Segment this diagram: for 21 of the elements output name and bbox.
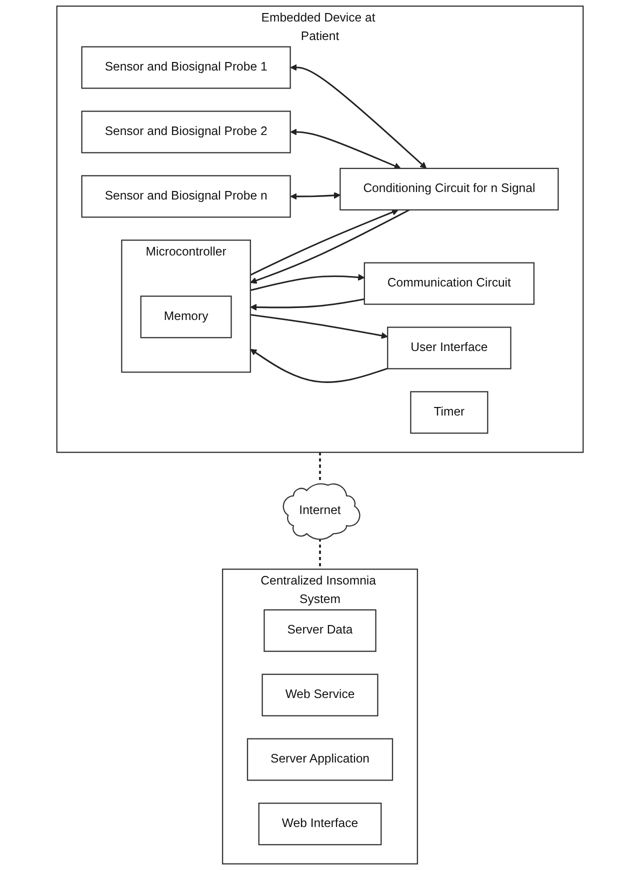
arrow	[250, 274, 365, 292]
node-box: Memory	[140, 296, 232, 338]
node-box: Conditioning Circuit for n Signal	[340, 168, 559, 210]
node-box: User Interface	[387, 326, 512, 370]
arrow	[250, 298, 365, 311]
arrow	[250, 209, 410, 284]
node-box: Web Service	[262, 674, 378, 716]
arrow	[290, 64, 427, 169]
arrow	[290, 192, 340, 200]
arrow	[250, 314, 388, 339]
node-box: Sensor and Biosignal Probe 2	[81, 110, 291, 154]
node-box: Server Application	[246, 738, 394, 781]
node-box: Web Interface	[258, 802, 382, 846]
node-box: Communication Circuit	[364, 262, 535, 305]
arrow	[250, 209, 399, 276]
node-box: Server Data	[264, 609, 376, 652]
node-box: Sensor and Biosignal Probe 1	[81, 46, 291, 89]
arrow	[290, 128, 401, 170]
node-box: Sensor and Biosignal Probe n	[81, 175, 291, 218]
node-box: Timer	[410, 391, 488, 434]
arrow	[250, 348, 388, 383]
